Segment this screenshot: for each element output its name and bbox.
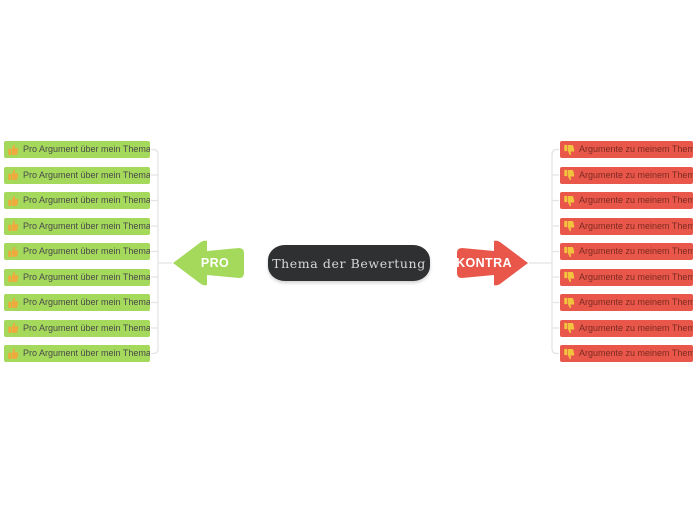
pro-leaf[interactable]: Pro Argument über mein Thema <box>4 319 150 337</box>
kontra-leaf[interactable]: Argumente zu meinem Thema <box>560 268 693 286</box>
pro-arrow-label: PRO <box>200 256 230 270</box>
kontra-arrow-shape <box>457 240 528 286</box>
pro-leaf[interactable]: Pro Argument über mein Thema <box>4 294 150 311</box>
pro-leaf-label: Pro Argument über mein Thema <box>23 144 150 154</box>
pro-leaf-label: Pro Argument über mein Thema <box>23 220 150 231</box>
thumbs-up-icon <box>8 195 19 206</box>
pro-leaf[interactable]: Pro Argument über mein Thema <box>4 192 150 209</box>
center-topic-label: Thema der Bewertung <box>272 255 426 271</box>
kontra-leaf[interactable]: Argumente zu meinem Thema <box>560 294 693 311</box>
thumbs-down-icon <box>564 195 575 206</box>
thumbs-down-icon <box>564 297 575 308</box>
connector-line <box>151 348 159 355</box>
kontra-leaf[interactable]: Argumente zu meinem Thema <box>560 345 693 362</box>
thumbs-up-icon <box>8 144 19 155</box>
kontra-leaf-label: Argumente zu meinem Thema <box>579 169 693 180</box>
pro-leaf[interactable]: Pro Argument über mein Thema <box>4 217 150 235</box>
pro-arrow-shape <box>173 240 244 286</box>
center-topic-node[interactable]: Thema der Bewertung <box>268 245 430 281</box>
thumbs-down-icon <box>564 220 575 232</box>
pro-leaf[interactable]: Pro Argument über mein Thema <box>4 166 150 184</box>
kontra-leaf[interactable]: Argumente zu meinem Thema <box>560 217 693 235</box>
kontra-leaf[interactable]: Argumente zu meinem Thema <box>560 243 693 260</box>
pro-leaf-label: Pro Argument über mein Thema <box>23 246 150 256</box>
kontra-leaf[interactable]: Argumente zu meinem Thema <box>560 319 693 337</box>
thumbs-up-icon <box>8 297 19 308</box>
connector-line <box>551 148 559 155</box>
pro-leaf-label: Pro Argument über mein Thema <box>23 322 150 333</box>
pro-leaf-label: Pro Argument über mein Thema <box>23 169 150 180</box>
pro-leaf-label: Pro Argument über mein Thema <box>23 297 150 307</box>
thumbs-down-icon <box>564 271 575 283</box>
thumbs-down-icon <box>564 246 575 257</box>
kontra-leaf-label: Argumente zu meinem Thema <box>579 348 693 358</box>
kontra-leaf-label: Argumente zu meinem Thema <box>579 271 693 282</box>
kontra-leaf-label: Argumente zu meinem Thema <box>579 195 693 205</box>
pro-leaf-label: Pro Argument über mein Thema <box>23 195 150 205</box>
kontra-leaf-label: Argumente zu meinem Thema <box>579 322 693 333</box>
pro-leaf[interactable]: Pro Argument über mein Thema <box>4 345 150 362</box>
thumbs-down-icon <box>564 144 575 155</box>
kontra-branch-arrow[interactable]: KONTRA <box>452 237 530 289</box>
thumbs-up-icon <box>8 322 19 333</box>
thumbs-down-icon <box>564 169 575 181</box>
kontra-leaf[interactable]: Argumente zu meinem Thema <box>560 192 693 209</box>
kontra-leaf[interactable]: Argumente zu meinem Thema <box>560 166 693 184</box>
kontra-leaf-label: Argumente zu meinem Thema <box>579 144 693 154</box>
pro-branch-arrow[interactable]: PRO <box>171 237 245 289</box>
kontra-arrow-label: KONTRA <box>456 256 512 270</box>
thumbs-up-icon <box>8 220 19 231</box>
thumbs-down-icon <box>564 348 575 359</box>
kontra-leaf-label: Argumente zu meinem Thema <box>579 220 693 231</box>
thumbs-up-icon <box>8 271 19 282</box>
pro-leaf-label: Pro Argument über mein Thema <box>23 348 150 358</box>
thumbs-up-icon <box>8 348 19 359</box>
pro-leaf[interactable]: Pro Argument über mein Thema <box>4 141 150 158</box>
thumbs-up-icon <box>8 246 19 257</box>
kontra-leaf-label: Argumente zu meinem Thema <box>579 297 693 307</box>
pro-leaf[interactable]: Pro Argument über mein Thema <box>4 268 150 286</box>
connector-line <box>151 148 159 155</box>
pro-leaf-label: Pro Argument über mein Thema <box>23 271 150 282</box>
kontra-leaf-label: Argumente zu meinem Thema <box>579 246 693 256</box>
thumbs-up-icon <box>8 169 19 180</box>
connector-line <box>551 348 559 355</box>
thumbs-down-icon <box>564 322 575 334</box>
kontra-leaf[interactable]: Argumente zu meinem Thema <box>560 141 693 158</box>
pro-leaf[interactable]: Pro Argument über mein Thema <box>4 243 150 260</box>
